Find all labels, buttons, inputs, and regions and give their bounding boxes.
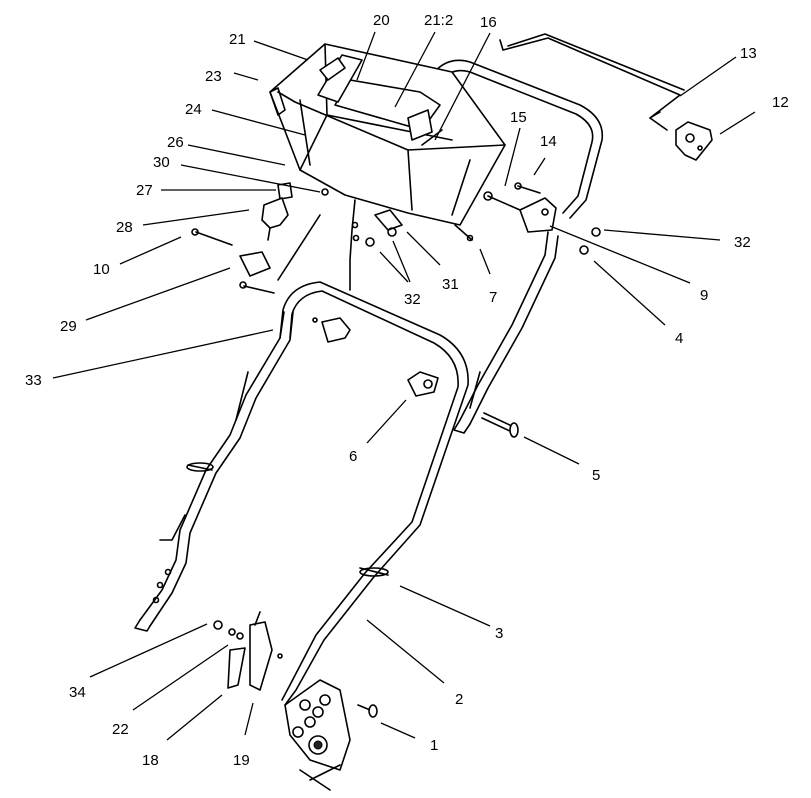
rod-bracket bbox=[675, 121, 713, 161]
callout-2: 2 bbox=[455, 691, 463, 708]
callout-23: 23 bbox=[205, 68, 222, 85]
callout-32-right: 32 bbox=[734, 234, 751, 251]
callout-3: 3 bbox=[495, 625, 503, 642]
callout-22: 22 bbox=[112, 721, 129, 738]
control-rod bbox=[499, 33, 685, 131]
lower-left-handle-bar bbox=[134, 311, 294, 632]
callout-16: 16 bbox=[480, 14, 497, 31]
right-handle-bar bbox=[453, 231, 559, 434]
callout-10: 10 bbox=[93, 261, 110, 278]
carriage-bolt bbox=[481, 412, 519, 438]
control-panel-assembly bbox=[269, 43, 506, 226]
callout-6: 6 bbox=[349, 448, 357, 465]
callout-21: 21 bbox=[229, 31, 246, 48]
callout-27: 27 bbox=[136, 182, 153, 199]
cable-clamp bbox=[407, 371, 439, 397]
callout-18: 18 bbox=[142, 752, 159, 769]
callout-28: 28 bbox=[116, 219, 133, 236]
panel-hardware bbox=[191, 182, 329, 294]
height-adjuster-assembly bbox=[213, 611, 378, 791]
callout-4: 4 bbox=[675, 330, 683, 347]
callout-15: 15 bbox=[510, 109, 527, 126]
leader-lines bbox=[52, 31, 756, 741]
callout-19: 19 bbox=[233, 752, 250, 769]
callout-21-2: 21:2 bbox=[424, 12, 453, 29]
callout-12: 12 bbox=[772, 94, 789, 111]
callout-14: 14 bbox=[540, 133, 557, 150]
callout-31: 31 bbox=[442, 276, 459, 293]
callout-30: 30 bbox=[153, 154, 170, 171]
callout-32-center: 32 bbox=[404, 291, 421, 308]
callout-26: 26 bbox=[167, 134, 184, 151]
callout-20: 20 bbox=[373, 12, 390, 29]
right-hardware bbox=[483, 182, 601, 255]
callout-13: 13 bbox=[740, 45, 757, 62]
callout-9: 9 bbox=[700, 287, 708, 304]
callout-29: 29 bbox=[60, 318, 77, 335]
callout-33: 33 bbox=[25, 372, 42, 389]
upper-handle-loop bbox=[279, 281, 469, 706]
callout-7: 7 bbox=[489, 289, 497, 306]
callout-labels: 1 2 3 4 5 6 7 9 10 12 13 14 15 16 18 19 … bbox=[25, 12, 789, 769]
center-hardware bbox=[349, 199, 474, 291]
callout-24: 24 bbox=[185, 101, 202, 118]
callout-1: 1 bbox=[430, 737, 438, 754]
callout-34: 34 bbox=[69, 684, 86, 701]
handle-knob bbox=[312, 317, 351, 343]
callout-5: 5 bbox=[592, 467, 600, 484]
